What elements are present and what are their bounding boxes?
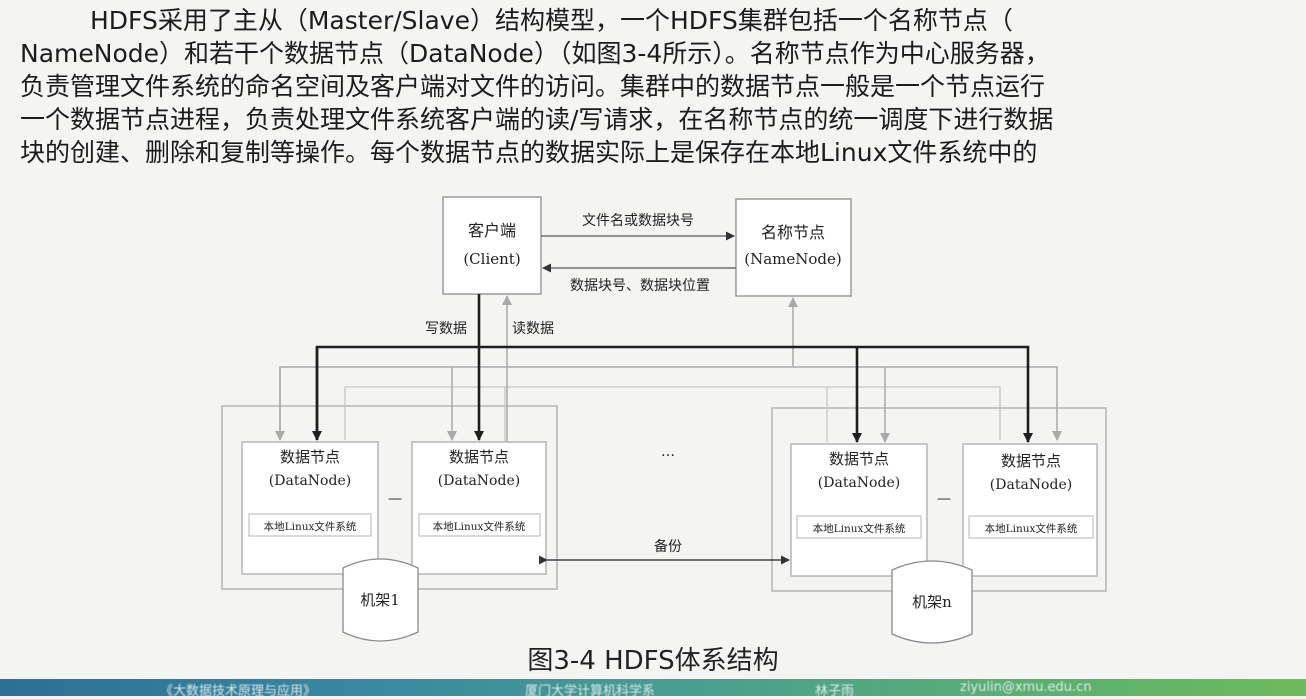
rack-ellipsis: … xyxy=(661,444,675,460)
footer-bar: 《大数据技术原理与应用》 厦门大学计算机科学系 林子雨 ziyulin@xmu.… xyxy=(0,679,1306,699)
datanode-title: 数据节点 xyxy=(829,450,889,468)
namenode-title: 名称节点 xyxy=(761,223,825,242)
edge-namenode-to-client-label: 数据块号、数据块位置 xyxy=(570,278,710,294)
datanode-ellipsis-r1: — xyxy=(388,491,402,507)
gray-rail-outer xyxy=(279,366,1062,441)
edge-client-to-namenode-label: 文件名或数据块号 xyxy=(582,213,694,229)
local-fs-label: 本地Linux文件系统 xyxy=(813,522,906,535)
datanode-title: 数据节点 xyxy=(280,448,340,466)
read-data-label: 读数据 xyxy=(512,320,554,337)
paragraph-line: 块的创建、删除和复制等操作。每个数据节点的数据实际上是保存在本地Linux文件系… xyxy=(20,138,1038,167)
footer-email: ziyulin@xmu.edu.cn xyxy=(960,680,1092,695)
datanode-subtitle: (DataNode) xyxy=(438,473,520,489)
datanode-rn-a: 数据节点 (DataNode) 本地Linux文件系统 xyxy=(790,443,928,577)
figure-caption: 图3-4 HDFS体系结构 xyxy=(527,646,779,676)
datanode-subtitle: (DataNode) xyxy=(269,473,351,489)
client-box xyxy=(442,196,542,295)
local-fs-label: 本地Linux文件系统 xyxy=(985,522,1078,535)
datanode-r1-b: 数据节点 (DataNode) 本地Linux文件系统 xyxy=(411,441,547,575)
datanode-title: 数据节点 xyxy=(1001,452,1061,470)
datanode-subtitle: (DataNode) xyxy=(818,475,900,491)
local-fs-label: 本地Linux文件系统 xyxy=(433,520,526,533)
paragraph-line: 负责管理文件系统的命名空间及客户端对文件的访问。集群中的数据节点一般是一个节点运… xyxy=(20,72,1046,101)
intro-paragraph: HDFS采用了主从（Master/Slave）结构模型，一个HDFS集群包括一个… xyxy=(20,4,1290,169)
rack1-cylinder: 机架1 xyxy=(342,558,419,642)
datanode-rn-b: 数据节点 (DataNode) 本地Linux文件系统 xyxy=(962,443,1098,577)
write-data-rail xyxy=(315,345,1033,443)
datanode-r1-a: 数据节点 (DataNode) 本地Linux文件系统 xyxy=(241,441,379,575)
rack1-label: 机架1 xyxy=(360,591,400,609)
datanode-ellipsis-rn: — xyxy=(937,491,951,507)
paragraph-line: HDFS采用了主从（Master/Slave）结构模型，一个HDFS集群包括一个… xyxy=(90,6,1013,35)
datanode-title: 数据节点 xyxy=(449,448,509,466)
write-data-label: 写数据 xyxy=(425,321,467,337)
footer-book-title: 《大数据技术原理与应用》 xyxy=(160,684,317,699)
local-fs-label: 本地Linux文件系统 xyxy=(264,520,357,533)
backup-label: 备份 xyxy=(654,538,682,555)
footer-department: 厦门大学计算机科学系 xyxy=(525,684,656,699)
rackn-label: 机架n xyxy=(912,593,952,611)
client-subtitle: (Client) xyxy=(463,250,520,268)
namenode-subtitle: (NameNode) xyxy=(744,250,842,268)
paragraph-line: 一个数据节点进程，负责处理文件系统客户端的读/写请求，在名称节点的统一调度下进行… xyxy=(20,105,1054,134)
client-title: 客户端 xyxy=(468,221,516,240)
namenode-box xyxy=(735,198,852,297)
rackn-cylinder: 机架n xyxy=(891,560,973,644)
footer-author: 林子雨 xyxy=(815,684,855,699)
datanode-subtitle: (DataNode) xyxy=(990,477,1072,493)
paragraph-line: NameNode）和若干个数据节点（DataNode）（如图3-4所示）。名称节… xyxy=(20,39,1050,68)
gray-rail-inner xyxy=(344,386,1001,440)
